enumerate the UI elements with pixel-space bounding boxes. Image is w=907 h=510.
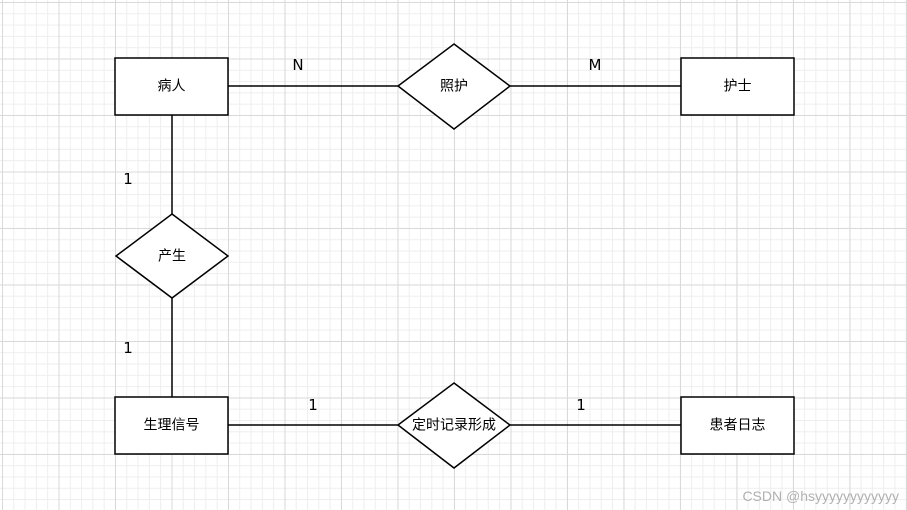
cardinality-care-nurse: M (589, 56, 602, 74)
entity-patient[interactable]: 病人 (114, 57, 229, 116)
entity-nurse[interactable]: 护士 (680, 57, 795, 116)
entity-signal-label: 生理信号 (144, 418, 200, 434)
csdn-watermark: CSDN @hsyyyyyyyyyyyy (742, 488, 899, 504)
cardinality-patient-produce: 1 (123, 170, 133, 188)
entity-signal[interactable]: 生理信号 (114, 396, 229, 455)
entity-log-label: 患者日志 (710, 418, 766, 434)
relationship-produce[interactable]: 产生 (114, 213, 230, 299)
entity-patient-label: 病人 (158, 79, 186, 95)
relationship-care[interactable]: 照护 (396, 43, 512, 130)
relationship-record[interactable]: 定时记录形成 (396, 382, 512, 469)
entity-nurse-label: 护士 (724, 79, 752, 95)
cardinality-produce-signal: 1 (123, 339, 133, 357)
entity-log[interactable]: 患者日志 (680, 396, 795, 455)
relationship-care-label: 照护 (440, 79, 468, 95)
relationship-record-label: 定时记录形成 (412, 418, 496, 434)
cardinality-patient-care: N (292, 56, 303, 74)
relationship-produce-label: 产生 (158, 249, 186, 265)
cardinality-record-log: 1 (576, 396, 586, 414)
cardinality-signal-record: 1 (308, 396, 318, 414)
